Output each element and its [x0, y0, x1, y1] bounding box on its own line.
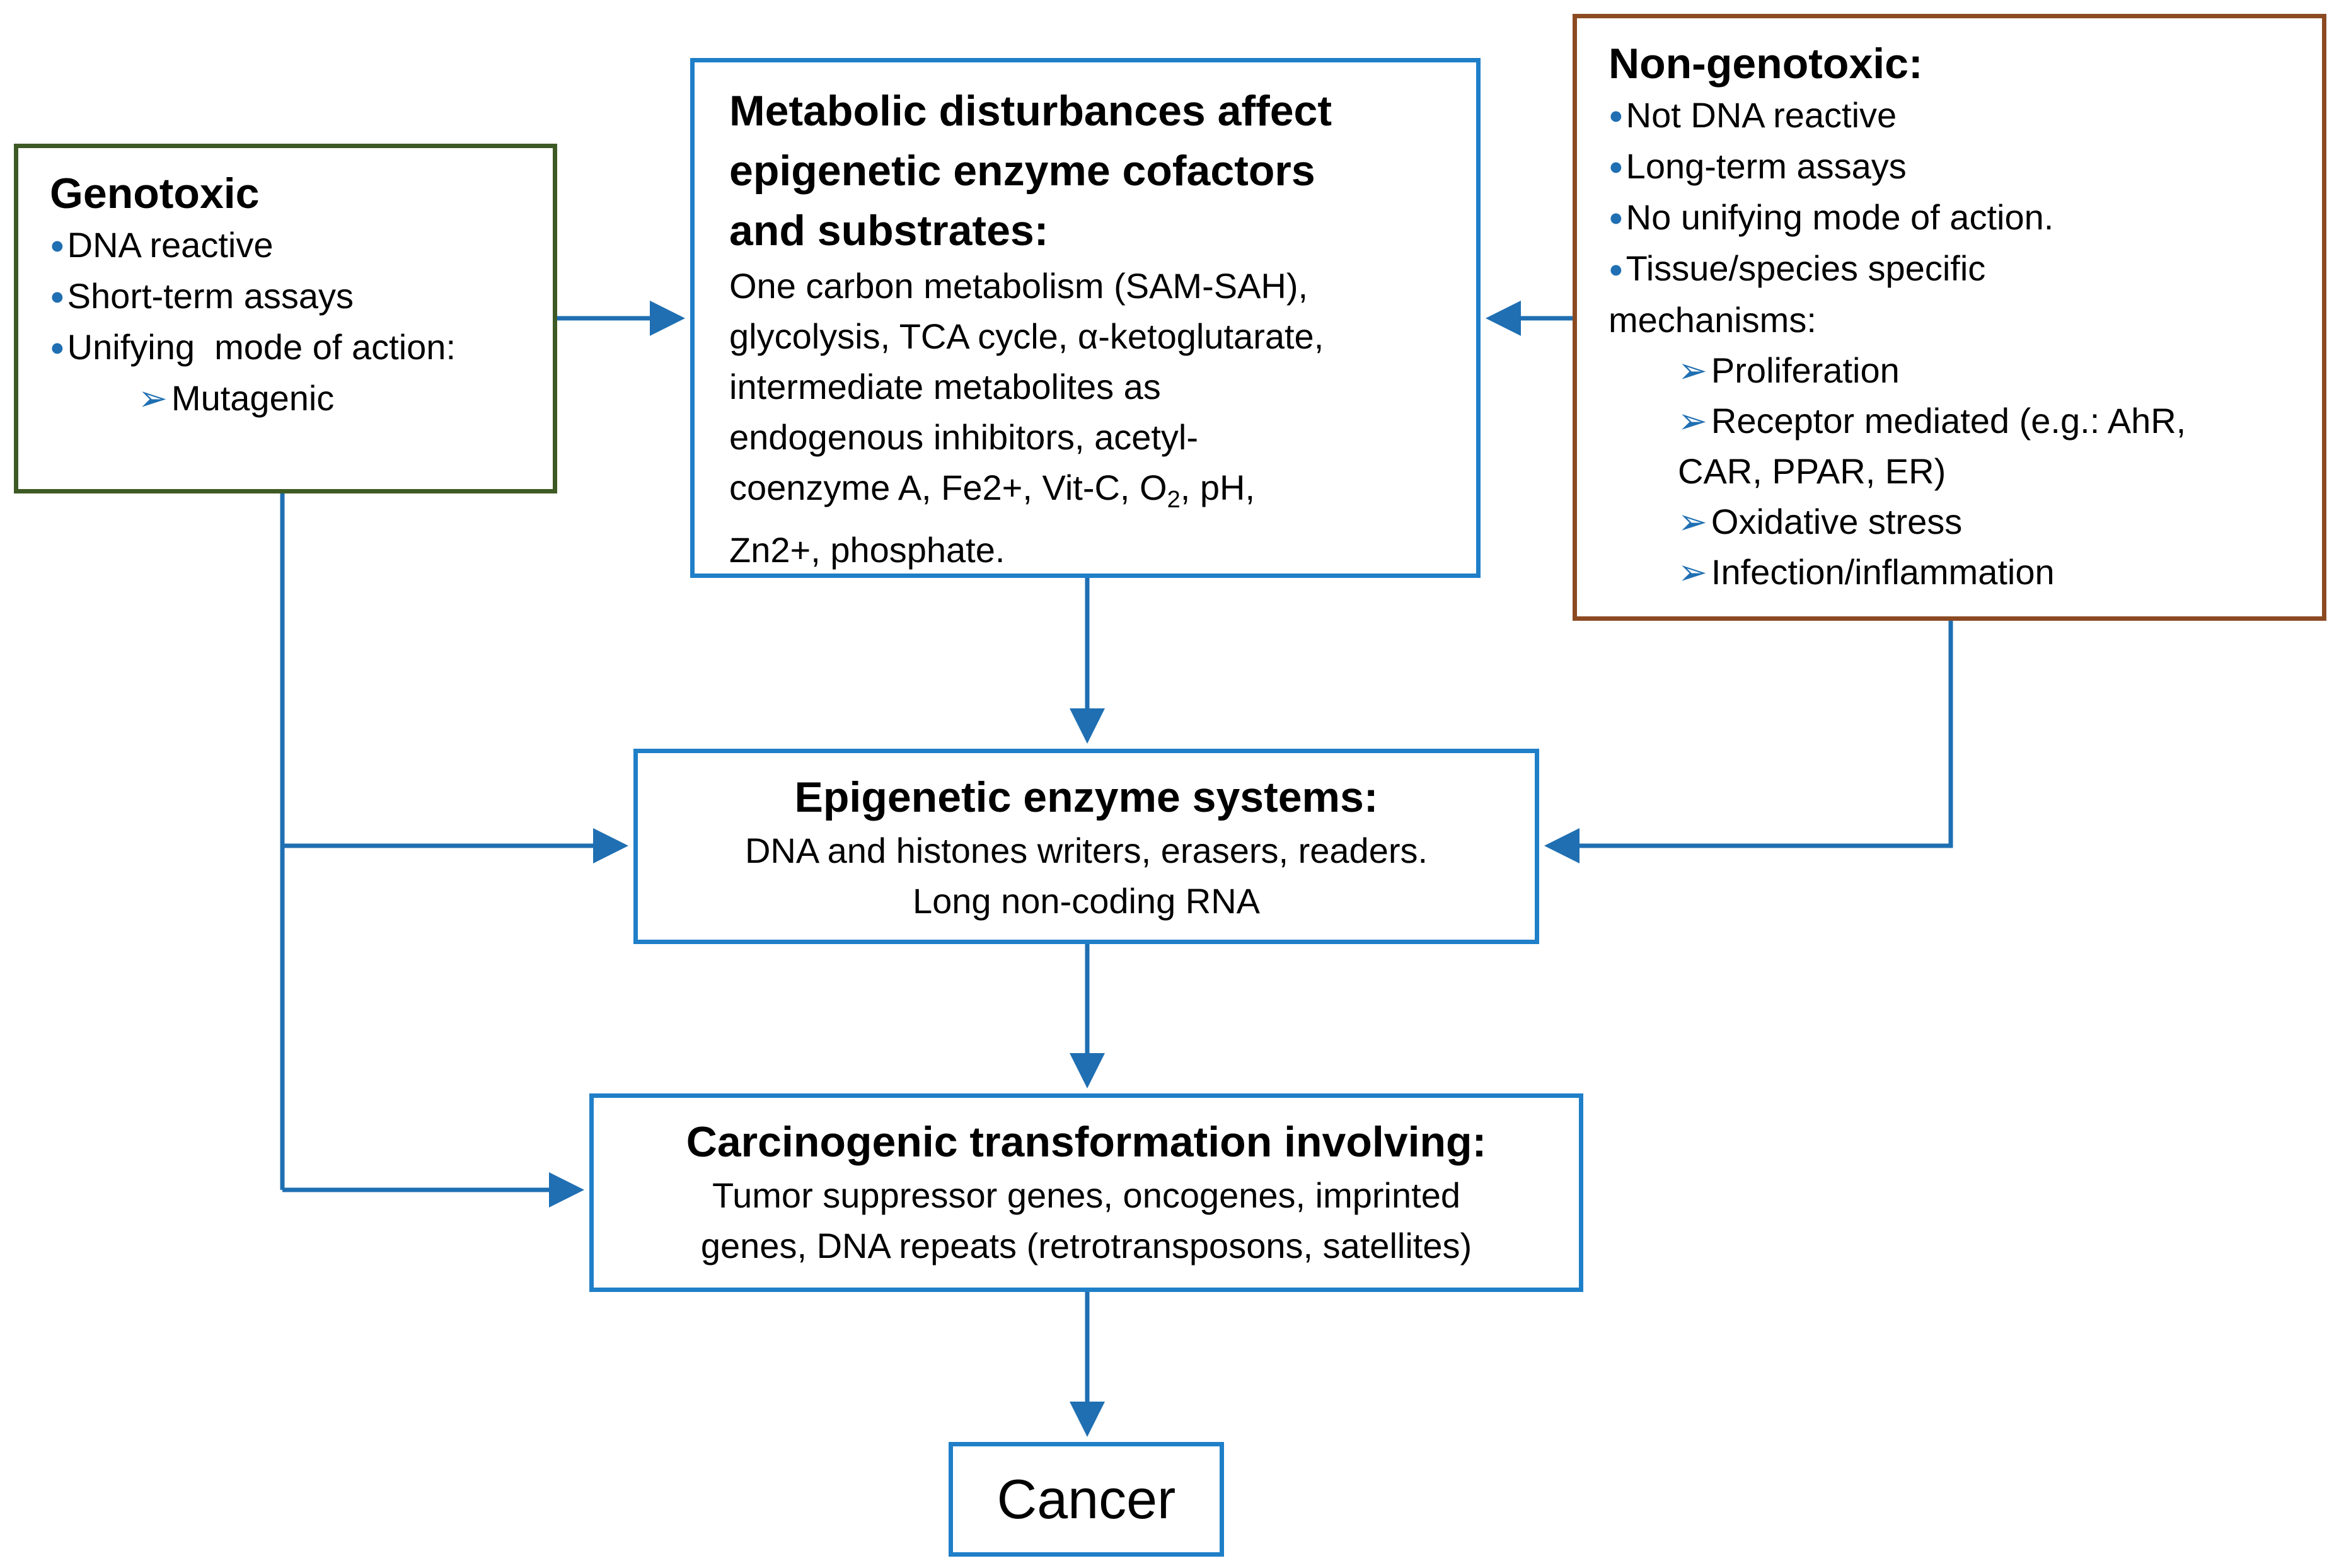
- arrow-bullet-icon: ➢: [1678, 400, 1707, 441]
- bullet-dot-icon: ●: [1608, 153, 1624, 181]
- arrow-bullet-icon: ➢: [1678, 551, 1707, 592]
- cancer-box: Cancer: [949, 1442, 1224, 1557]
- genotoxic-bullet: ●Unifying mode of action:: [50, 327, 456, 367]
- nongenotoxic-bullet: ●No unifying mode of action.: [1608, 197, 2054, 238]
- bullet-dot-icon: ●: [1608, 204, 1624, 232]
- nongenotoxic-bullet: ●Not DNA reactive: [1608, 95, 1897, 135]
- carcinogenic-line: genes, DNA repeats (retrotransposons, sa…: [700, 1226, 1472, 1265]
- metabolic-box: Metabolic disturbances affect epigenetic…: [690, 58, 1481, 578]
- arrow-bullet-icon: ➢: [1678, 501, 1707, 541]
- carcinogenic-title: Carcinogenic transformation involving:: [686, 1118, 1487, 1166]
- genotoxic-box: Genotoxic ●DNA reactive ●Short-term assa…: [14, 144, 557, 493]
- nongenotoxic-sub-item: ➢Proliferation: [1678, 350, 1900, 390]
- bullet-dot-icon: ●: [1608, 102, 1624, 130]
- bullet-dot-icon: ●: [50, 334, 65, 362]
- carcinogenic-box: Carcinogenic transformation involving: T…: [589, 1093, 1583, 1292]
- nongenotoxic-sub-item-continuation: CAR, PPAR, ER): [1678, 451, 1946, 491]
- nongenotoxic-bullet: ●Tissue/species specific: [1608, 248, 1986, 289]
- nongenotoxic-box: Non-genotoxic: ●Not DNA reactive ●Long-t…: [1573, 14, 2326, 621]
- arrow-bullet-icon: ➢: [1678, 350, 1707, 390]
- metabolic-body-line: coenzyme A, Fe2+, Vit-C, O2, pH,: [729, 468, 1255, 514]
- nongenotoxic-sub-item: ➢Receptor mediated (e.g.: AhR,: [1678, 400, 2186, 441]
- metabolic-title-line: and substrates:: [729, 207, 1049, 255]
- cancer-label: Cancer: [996, 1468, 1176, 1530]
- epigenetic-title: Epigenetic enzyme systems:: [794, 773, 1378, 821]
- metabolic-body-line: intermediate metabolites as: [729, 367, 1161, 406]
- genotoxic-bullet: ●DNA reactive: [50, 225, 274, 265]
- carcinogenic-line: Tumor suppressor genes, oncogenes, impri…: [712, 1175, 1460, 1215]
- metabolic-body-line: One carbon metabolism (SAM-SAH),: [729, 266, 1308, 306]
- arrow-bullet-icon: ➢: [138, 378, 168, 418]
- bullet-dot-icon: ●: [50, 283, 65, 311]
- bullet-dot-icon: ●: [50, 232, 65, 260]
- nongenotoxic-sub-item: ➢Infection/inflammation: [1678, 551, 2055, 592]
- metabolic-body-line: Zn2+, phosphate.: [729, 530, 1005, 570]
- genotoxic-title: Genotoxic: [50, 170, 260, 217]
- nongenotoxic-bullet: ●Long-term assays: [1608, 146, 1907, 187]
- epigenetic-line: Long non-coding RNA: [912, 881, 1261, 921]
- nongenotoxic-sub-item: ➢Oxidative stress: [1678, 501, 1963, 541]
- metabolic-body-line: endogenous inhibitors, acetyl-: [729, 417, 1199, 457]
- epigenetic-box: Epigenetic enzyme systems: DNA and histo…: [633, 749, 1539, 944]
- nongenotoxic-bullet-continuation: mechanisms:: [1608, 299, 1816, 340]
- metabolic-body-line: glycolysis, TCA cycle, α-ketoglutarate,: [729, 316, 1324, 356]
- nongenotoxic-title: Non-genotoxic:: [1608, 40, 1923, 88]
- bullet-dot-icon: ●: [1608, 255, 1624, 283]
- arrow-nongenotoxic-to-epigenetic: [1544, 621, 1953, 863]
- epigenetic-line: DNA and histones writers, erasers, reade…: [744, 831, 1428, 870]
- metabolic-title-line: epigenetic enzyme cofactors: [729, 147, 1315, 195]
- metabolic-title-line: Metabolic disturbances affect: [729, 87, 1332, 135]
- genotoxic-sub-item: ➢Mutagenic: [138, 378, 335, 418]
- genotoxic-bullet: ●Short-term assays: [50, 276, 354, 316]
